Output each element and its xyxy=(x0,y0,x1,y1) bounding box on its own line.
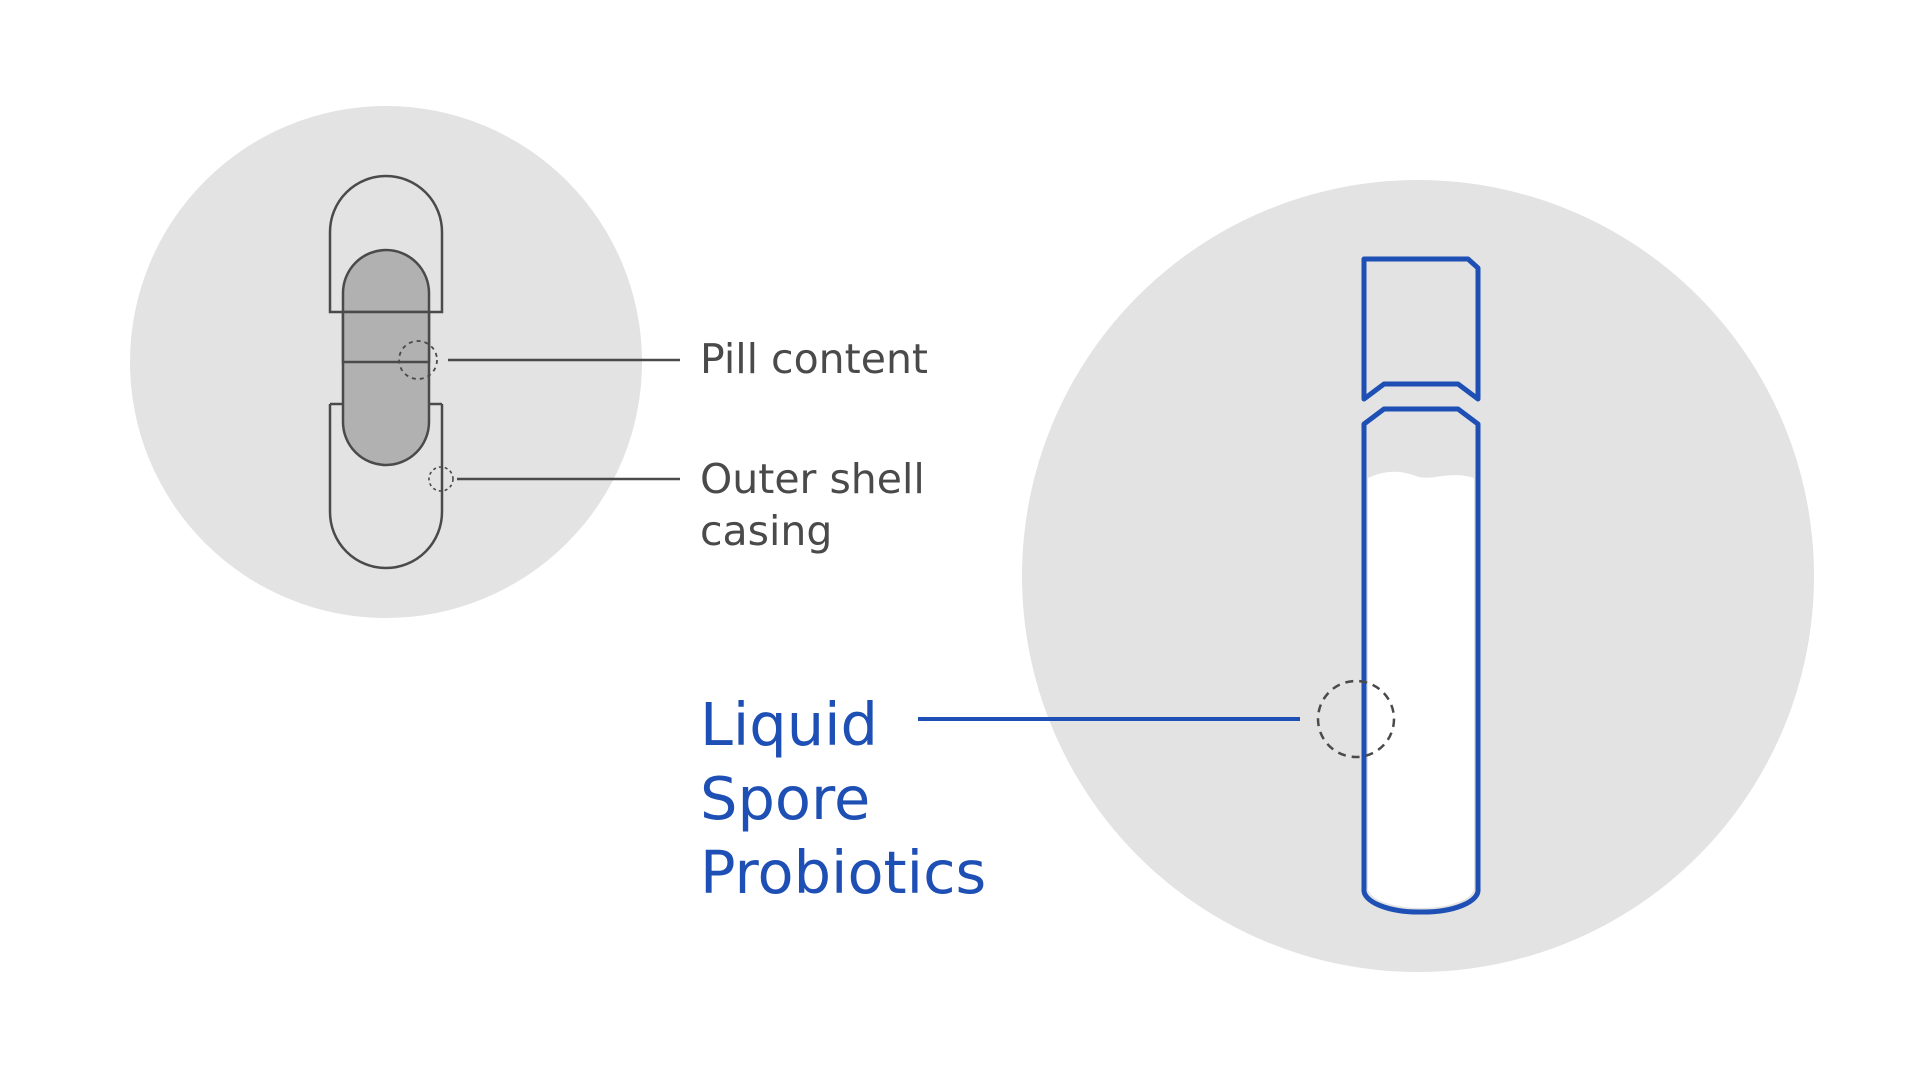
capsule-lower-shell xyxy=(328,404,444,570)
liquid-label-line3: Probiotics xyxy=(700,838,987,907)
outer-shell-label-line1: Outer shell xyxy=(700,455,925,503)
vial-cap xyxy=(1361,256,1481,402)
vial-body xyxy=(1361,406,1481,915)
vial-liquid xyxy=(1367,471,1475,908)
liquid-label-line1: Liquid xyxy=(700,690,878,759)
capsule-upper-cap xyxy=(328,174,444,314)
pill-content-marker xyxy=(398,340,438,380)
capsule-mid-band xyxy=(341,310,431,364)
liquid-label-line2: Spore xyxy=(700,764,871,833)
outer-shell-label-line2: casing xyxy=(700,507,833,555)
capsule-icon xyxy=(328,174,444,570)
outer-shell-marker xyxy=(428,466,454,492)
pill-content-label: Pill content xyxy=(700,335,929,383)
vial-icon xyxy=(1361,256,1481,915)
liquid-marker xyxy=(1316,679,1396,759)
